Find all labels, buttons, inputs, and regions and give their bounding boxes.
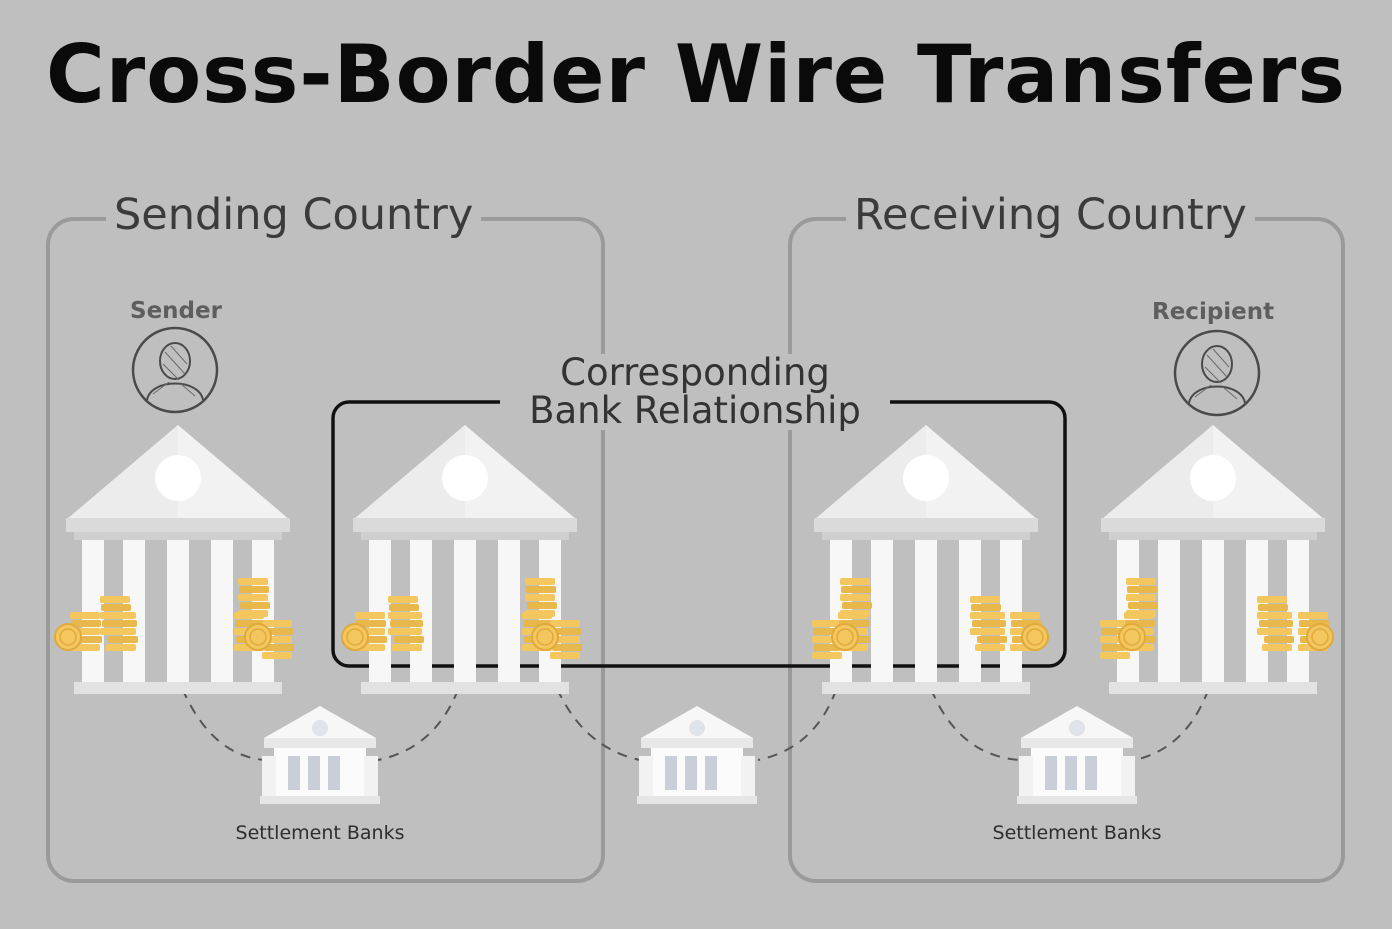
corresponding-line-2: Bank Relationship [529,389,861,432]
settlement-bank-icon-left [260,706,380,804]
sender-bank-icon [54,425,294,694]
sending-country-label: Sending Country [106,190,482,240]
settlement-bank-icon-right [1017,706,1137,804]
settlement-bank-icon-center [637,706,757,804]
recipient-bank-icon [1100,425,1334,694]
corresponding-line-1: Corresponding [560,351,830,394]
recipient-correspondent-bank-icon [812,425,1049,694]
settlement-banks-label-right: Settlement Banks [992,822,1162,844]
sender-correspondent-bank-icon [341,425,582,694]
receiving-country-label: Receiving Country [846,190,1255,240]
sender-person-icon [131,326,219,414]
recipient-label: Recipient [1152,299,1275,325]
recipient-person-icon [1173,329,1261,417]
settlement-banks-label-left: Settlement Banks [235,822,405,844]
page-title: Cross-Border Wire Transfers [46,28,1346,121]
sender-label: Sender [130,298,222,324]
corresponding-relationship-label: Corresponding Bank Relationship [500,354,890,430]
